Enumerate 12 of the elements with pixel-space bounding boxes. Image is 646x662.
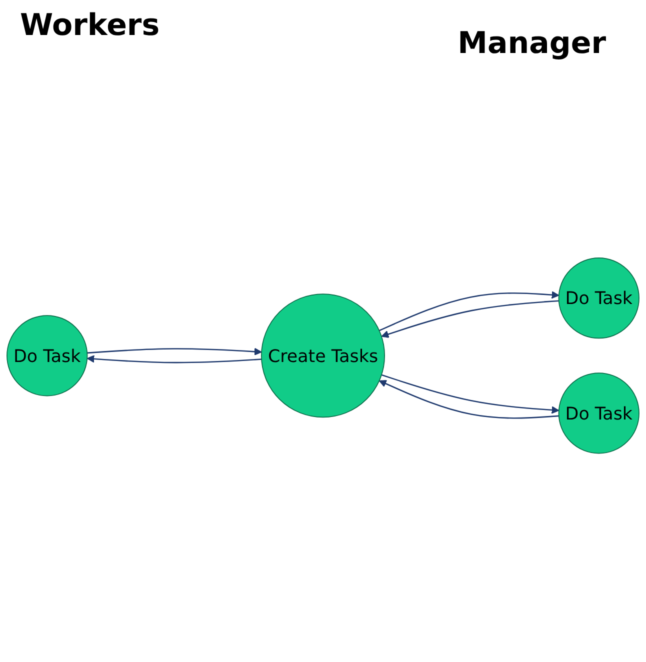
node-circle: Create Tasks [261,294,385,418]
node-circle: Do Task [558,258,640,340]
arrow [381,300,559,338]
node-circle: Do Task [558,372,640,454]
arrow [87,348,262,356]
arrow [378,380,559,420]
arrow [381,374,560,414]
arrow [378,291,560,332]
column-heading: Workers [20,8,160,45]
node-circle: Do Task [6,315,88,397]
column-heading: Manager [458,26,606,61]
arrow [86,355,262,364]
